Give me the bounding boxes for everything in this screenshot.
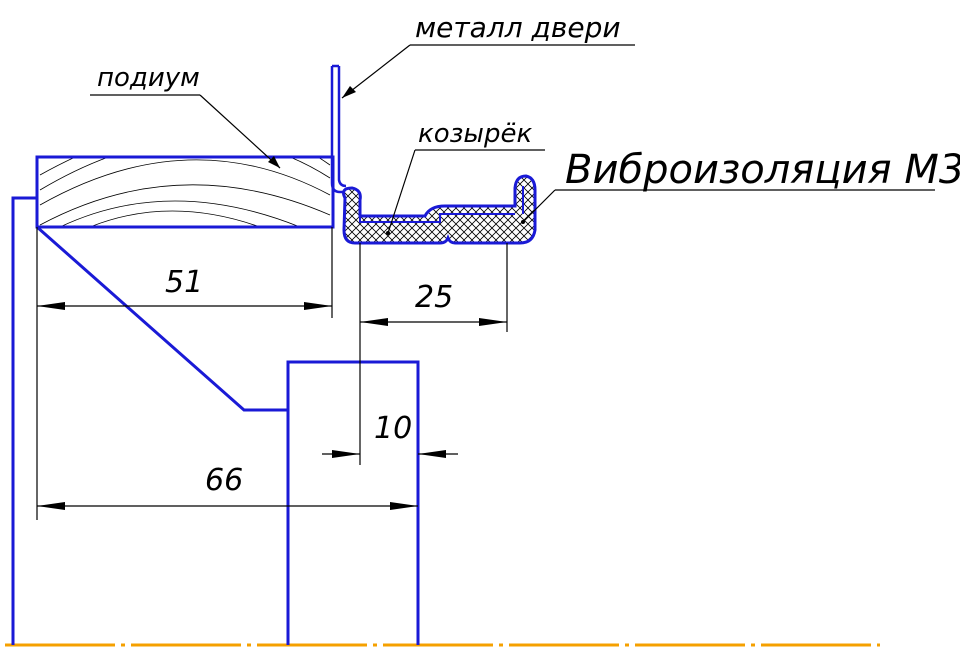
dimension-51: 51 xyxy=(165,265,203,300)
door-metal-arrow xyxy=(342,86,356,98)
dimension-66: 66 xyxy=(205,463,243,498)
podium-block xyxy=(35,155,335,229)
dimension-10: 10 xyxy=(374,411,412,446)
door-frame xyxy=(286,360,420,645)
left-wall xyxy=(11,196,37,645)
visor-label: козырёк xyxy=(418,119,532,149)
dimension-arrows xyxy=(37,302,507,510)
podium-arrow xyxy=(268,156,280,168)
door-metal-label: металл двери xyxy=(415,11,621,44)
slanted-support xyxy=(36,225,288,412)
vibro-seal xyxy=(342,174,537,245)
dimension-lines xyxy=(36,227,508,520)
door-metal xyxy=(330,64,347,194)
leader-lines xyxy=(90,44,935,234)
dimension-25: 25 xyxy=(415,280,453,315)
vibro-label: Виброизоляция М3 xyxy=(565,147,960,193)
podium-label: подиум xyxy=(97,63,200,93)
